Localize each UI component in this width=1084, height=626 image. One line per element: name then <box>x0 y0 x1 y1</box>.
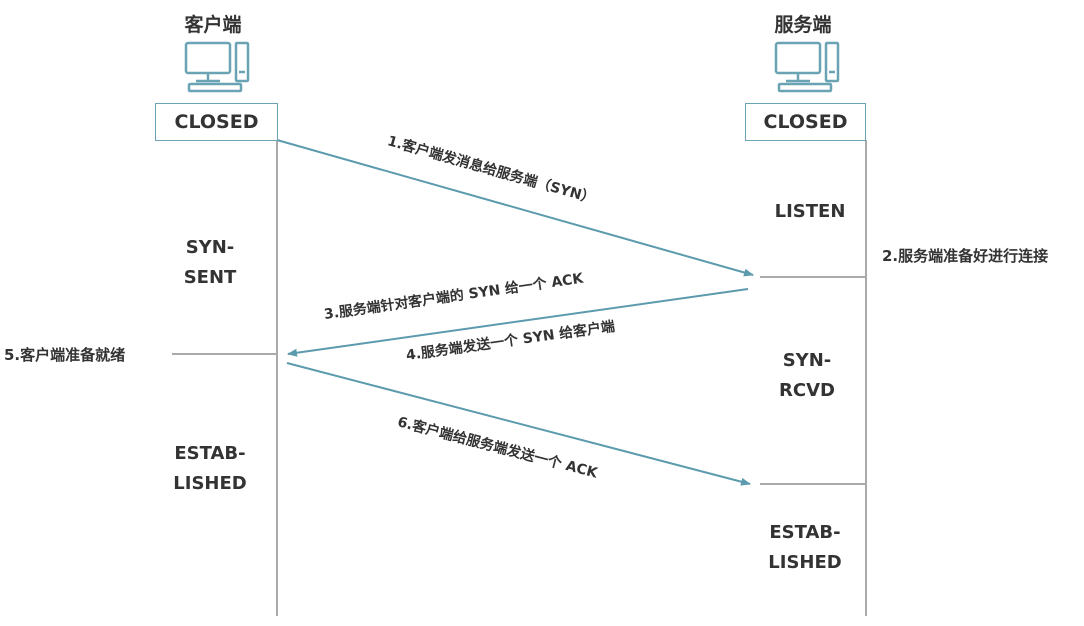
client-state-established: ESTAB- LISHED <box>173 443 247 494</box>
client-title: 客户端 <box>184 14 242 36</box>
server-state-syn-rcvd: SYN- RCVD <box>779 350 835 401</box>
syn-arrow <box>276 139 754 277</box>
server-ready-note: 2.服务端准备好进行连接 <box>882 247 1049 265</box>
server-computer-icon <box>774 41 840 93</box>
client-state-syn-sent: SYN- SENT <box>183 237 237 288</box>
server-title: 服务端 <box>774 14 832 36</box>
client-closed-state: CLOSED <box>155 103 278 141</box>
server-state-listen: LISTEN <box>774 201 846 222</box>
ack-arrow <box>286 362 751 486</box>
syn-ack-arrow <box>287 288 749 357</box>
client-ready-note: 5.客户端准备就绪 <box>4 346 126 364</box>
server-state-established: ESTAB- LISHED <box>768 522 842 573</box>
server-closed-state: CLOSED <box>745 103 866 141</box>
client-computer-icon <box>184 41 250 93</box>
